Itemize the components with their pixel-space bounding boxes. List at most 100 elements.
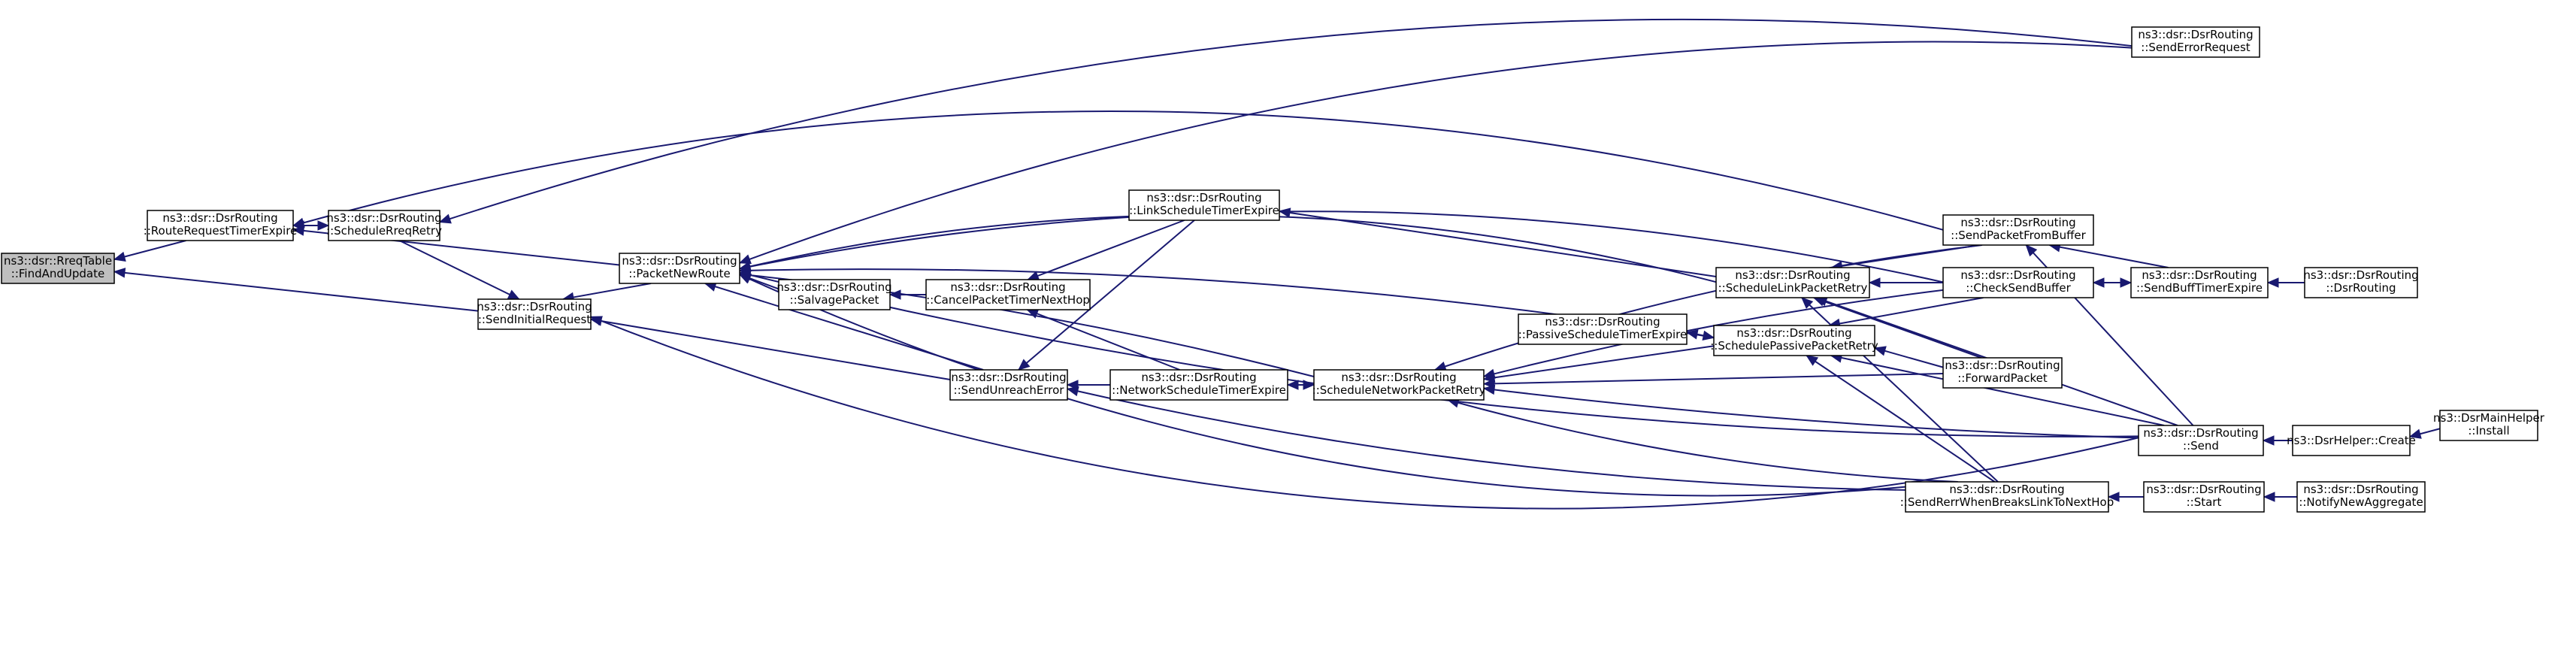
edge-n12-to-n7: [1278, 207, 1717, 277]
node-n15[interactable]: ns3::dsr::DsrRouting::SendPacketFromBuff…: [1942, 214, 2094, 246]
node-n22[interactable]: ns3::DsrHelper::Create: [2287, 425, 2416, 456]
edge-n1-to-n0: [113, 240, 186, 262]
node-label: ns3::dsr::DsrRouting: [1141, 371, 1256, 384]
edge-n22-to-n18: [2262, 435, 2293, 446]
edge-n16-to-n4: [738, 210, 1944, 283]
edge-line: [739, 210, 1944, 283]
edge-n16-to-n20: [2093, 277, 2133, 288]
arrowhead-icon: [1066, 386, 1079, 397]
arrowhead-icon: [2120, 277, 2133, 288]
node-n19[interactable]: ns3::dsr::DsrRouting::SendRerrWhenBreaks…: [1900, 481, 2114, 513]
node-label: ns3::dsr::DsrRouting: [951, 371, 1066, 384]
node-box: [1313, 369, 1485, 401]
arrowhead-icon: [113, 268, 126, 278]
node-label: ::LinkScheduleTimerExpire: [1129, 204, 1279, 217]
arrowhead-icon: [589, 316, 603, 326]
node-n25[interactable]: ns3::dsr::DsrRouting::NotifyNewAggregate: [2296, 481, 2426, 513]
node-label: ns3::dsr::DsrRouting: [326, 211, 441, 225]
node-box: [2296, 481, 2426, 513]
node-n4[interactable]: ns3::dsr::DsrRouting::PacketNewRoute: [619, 253, 740, 284]
node-box: [1942, 357, 2063, 389]
edge-line: [1483, 345, 1715, 380]
node-label: ::Start: [2187, 495, 2222, 509]
node-label: ns3::dsr::DsrRouting: [2143, 426, 2258, 440]
arrowhead-icon: [292, 217, 305, 228]
arrowhead-icon: [1482, 368, 1496, 379]
edge-n20-to-n15: [2048, 242, 2169, 268]
node-n0[interactable]: ns3::dsr::RreqTable::FindAndUpdate: [1, 253, 115, 284]
node-n3[interactable]: ns3::dsr::DsrRouting::SendInitialRequest: [477, 298, 592, 330]
node-label: ns3::DsrHelper::Create: [2287, 434, 2416, 447]
node-label: ::Install: [2468, 424, 2509, 437]
node-n12[interactable]: ns3::dsr::DsrRouting::ScheduleLinkPacket…: [1715, 267, 1870, 298]
edge-n2-to-n3: [398, 240, 520, 300]
edge-n13-to-n10: [1482, 345, 1715, 383]
node-box: [1, 253, 115, 284]
arrowhead-icon: [2266, 277, 2279, 288]
edge-line: [1279, 210, 1717, 277]
node-label: ns3::dsr::DsrRouting: [950, 280, 1065, 294]
edge-n6-to-n5: [888, 289, 926, 300]
arrowhead-icon: [738, 274, 752, 284]
arrowhead-icon: [1702, 330, 1715, 341]
node-n5[interactable]: ns3::dsr::DsrRouting::SalvagePacket: [776, 279, 892, 310]
edge-n12-to-n4: [738, 214, 1717, 283]
edge-line: [1027, 309, 1180, 371]
node-box: [1713, 325, 1875, 356]
node-n14[interactable]: ns3::dsr::DsrRouting::SendErrorRequest: [2131, 26, 2260, 58]
edge-n15-to-n1: [292, 110, 1944, 231]
edge-line: [562, 283, 652, 300]
node-n13[interactable]: ns3::dsr::DsrRouting::SchedulePassivePac…: [1710, 325, 1878, 356]
node-label: ::SendErrorRequest: [2141, 41, 2250, 54]
node-n17[interactable]: ns3::dsr::DsrRouting::ForwardPacket: [1942, 357, 2063, 389]
node-n9[interactable]: ns3::dsr::DsrRouting::NetworkScheduleTim…: [1109, 369, 1288, 401]
node-n16[interactable]: ns3::dsr::DsrRouting::CheckSendBuffer: [1942, 267, 2094, 298]
node-n18[interactable]: ns3::dsr::DsrRouting::Send: [2138, 425, 2264, 456]
arrowhead-icon: [2262, 435, 2275, 446]
node-n21[interactable]: ns3::dsr::DsrRouting::DsrRouting: [2303, 267, 2419, 298]
node-label: ::SendRerrWhenBreaksLinkToNextHop: [1900, 495, 2114, 509]
node-n11[interactable]: ns3::dsr::DsrRouting::PassiveScheduleTim…: [1518, 313, 1688, 345]
arrowhead-icon: [292, 226, 305, 236]
node-n1[interactable]: ns3::dsr::DsrRouting::RouteRequestTimerE…: [144, 210, 298, 241]
edge-n24-to-n19: [2107, 492, 2144, 502]
node-label: ::FindAndUpdate: [11, 267, 104, 280]
arrowhead-icon: [2025, 244, 2038, 257]
node-box: [925, 279, 1091, 310]
node-n23[interactable]: ns3::DsrMainHelper::Install: [2433, 410, 2545, 441]
node-n10[interactable]: ns3::dsr::DsrRouting::ScheduleNetworkPac…: [1312, 369, 1486, 401]
node-label: ::ScheduleLinkPacketRetry: [1718, 281, 1868, 295]
edge-n7-to-n8: [1018, 219, 1195, 371]
node-box: [2143, 481, 2265, 513]
node-n8[interactable]: ns3::dsr::DsrRouting::SendUnreachError: [949, 369, 1068, 401]
node-label: ::SendInitialRequest: [478, 313, 591, 326]
node-n20[interactable]: ns3::dsr::DsrRouting::SendBuffTimerExpir…: [2130, 267, 2269, 298]
node-label: ns3::dsr::DsrRouting: [162, 211, 277, 225]
node-n7[interactable]: ns3::dsr::DsrRouting::LinkScheduleTimerE…: [1128, 189, 1280, 221]
edge-n18-to-n3: [589, 316, 2139, 510]
node-label: ns3::dsr::DsrRouting: [1949, 483, 2064, 496]
edge-n19-to-n8: [1066, 386, 1906, 491]
arrowhead-icon: [2263, 492, 2275, 502]
node-label: ns3::dsr::DsrRouting: [1146, 191, 1261, 204]
edge-n14-to-n4: [738, 41, 2133, 265]
node-box: [949, 369, 1068, 401]
node-label: ns3::dsr::DsrRouting: [477, 300, 592, 313]
node-label: ::NetworkScheduleTimerExpire: [1112, 383, 1286, 397]
node-label: ns3::DsrMainHelper: [2433, 411, 2545, 425]
node-box: [147, 210, 294, 241]
node-label: ns3::dsr::DsrRouting: [1960, 268, 2075, 282]
node-n24[interactable]: ns3::dsr::DsrRouting::Start: [2143, 481, 2265, 513]
node-label: ns3::dsr::DsrRouting: [2303, 268, 2418, 282]
node-n6[interactable]: ns3::dsr::DsrRouting::CancelPacketTimerN…: [925, 279, 1091, 310]
edge-line: [1434, 244, 1983, 371]
node-box: [1942, 267, 2094, 298]
edge-n19-to-n10: [1446, 398, 1958, 483]
node-box: [1905, 481, 2109, 513]
node-n2[interactable]: ns3::dsr::DsrRouting::ScheduleRreqRetry: [326, 210, 442, 241]
edge-line: [1483, 372, 1944, 385]
node-label: ns3::dsr::DsrRouting: [1945, 359, 2060, 372]
edge-line: [1830, 355, 2165, 426]
arrowhead-icon: [507, 289, 520, 300]
